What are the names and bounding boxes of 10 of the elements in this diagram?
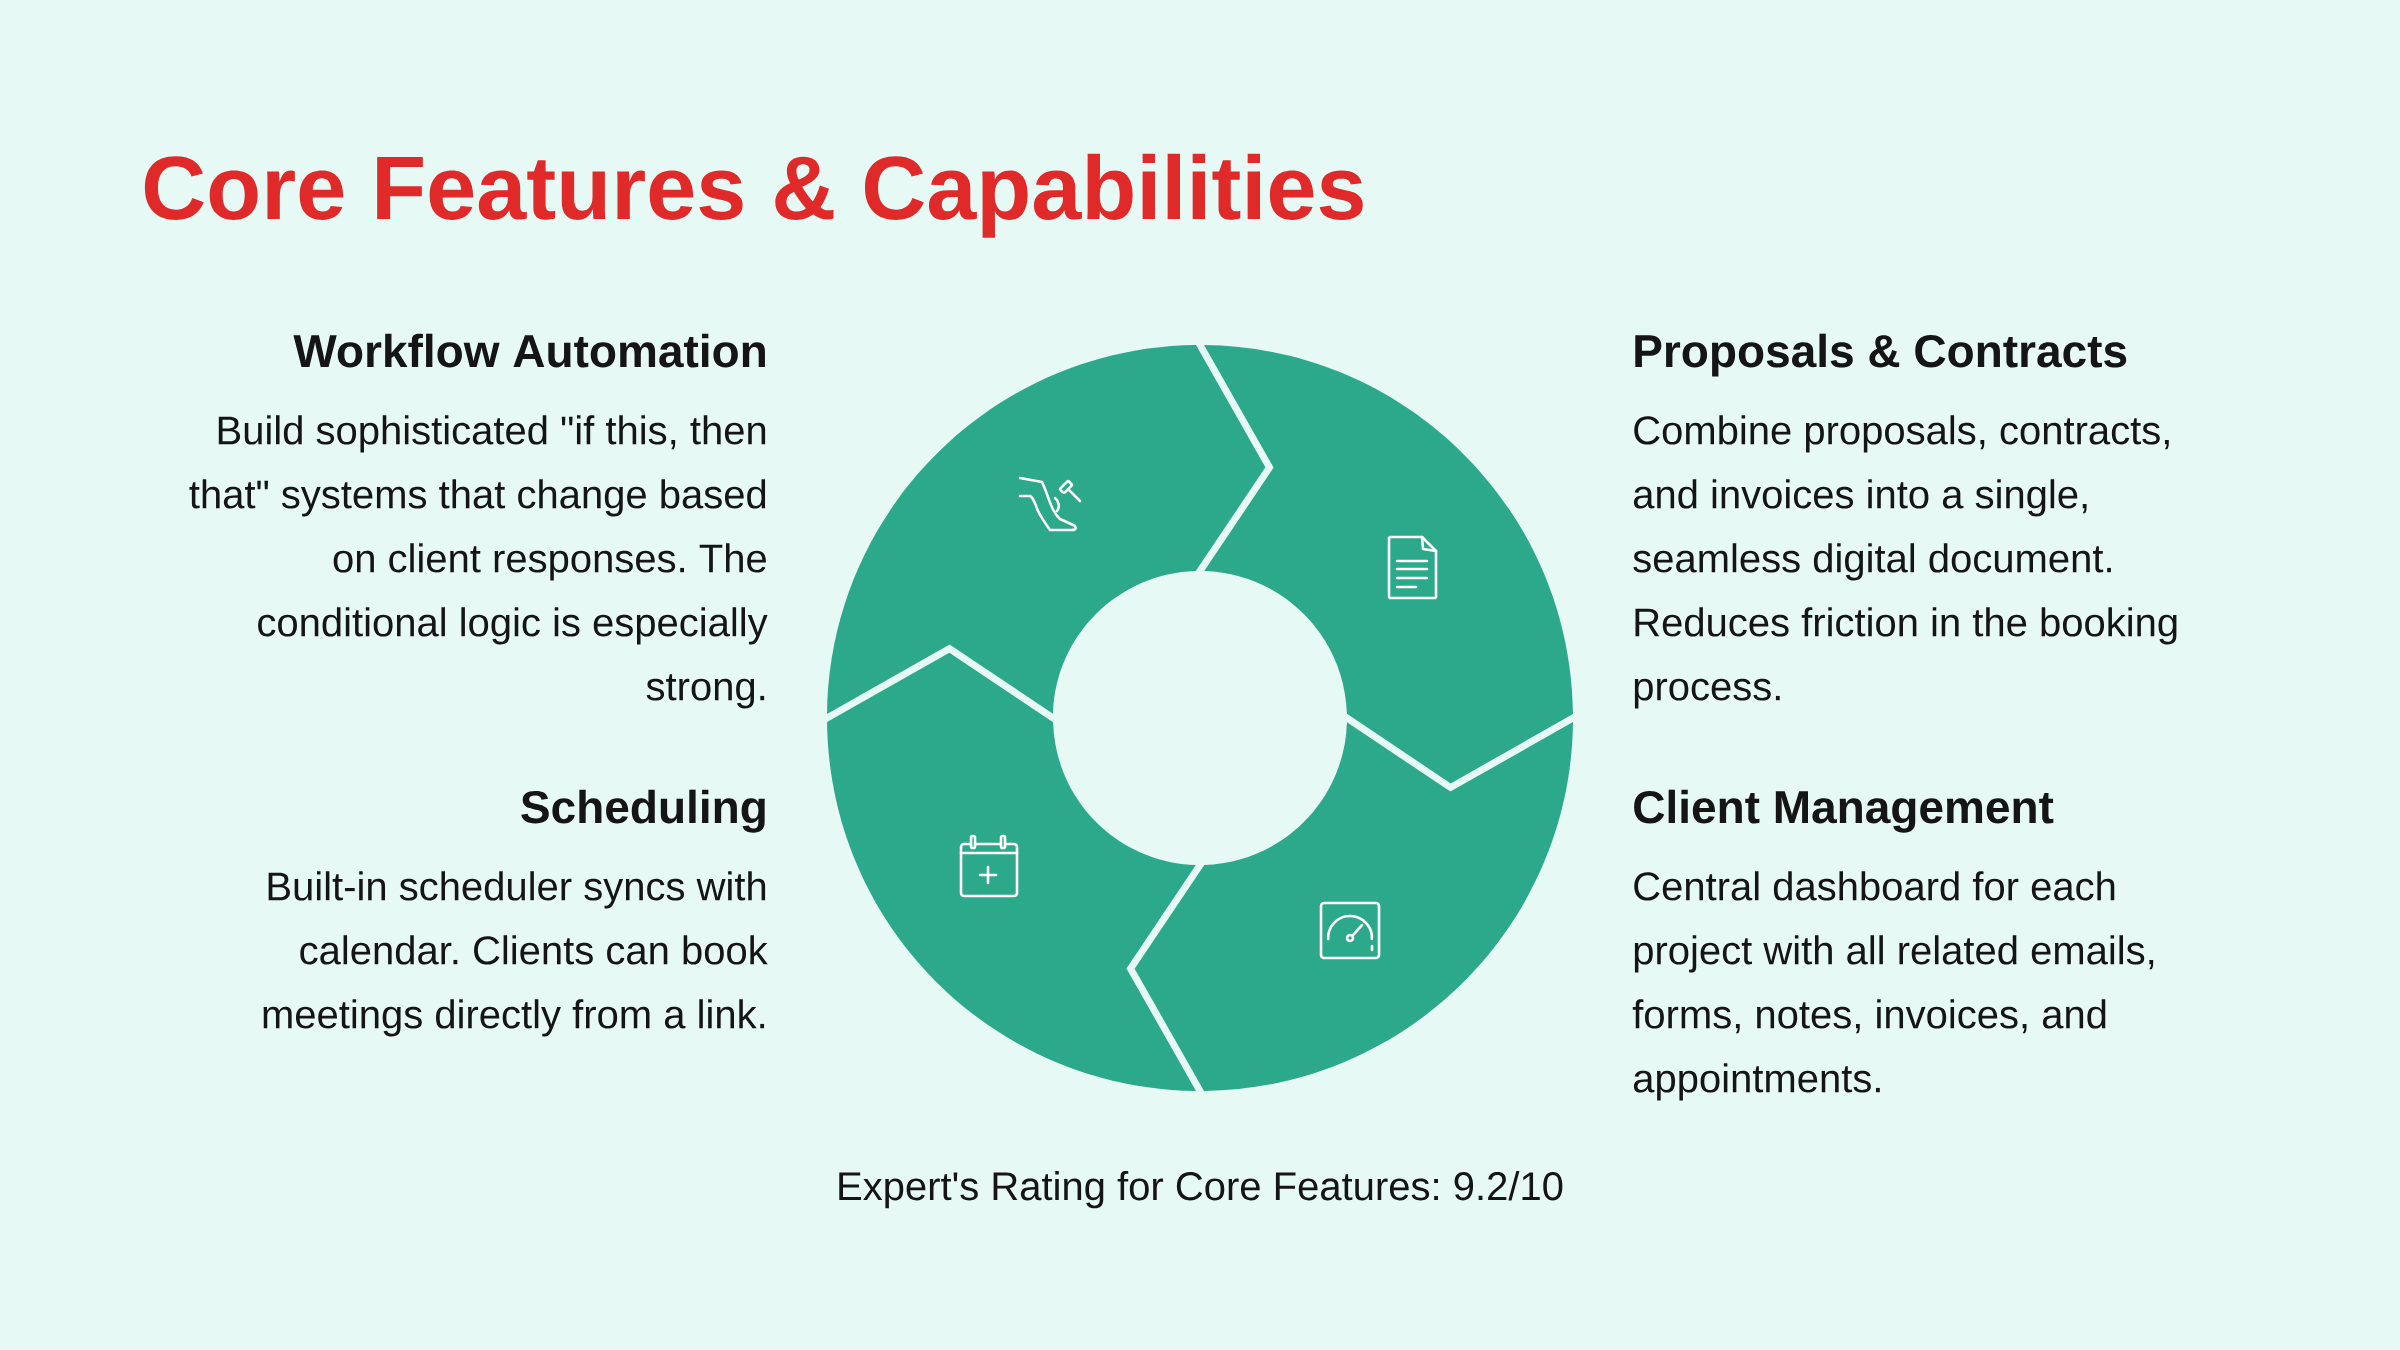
heading: Workflow Automation bbox=[293, 333, 765, 368]
heading: Scheduling bbox=[521, 789, 765, 833]
heading: Proposals & Contracts bbox=[1635, 333, 2127, 377]
description: Built-in scheduler syncs with calendar. Clients can book meetings directly from a link. bbox=[263, 871, 768, 1037]
description: Combine proposals, contracts, and invoices into a single, seamless digital document. Reduces friction in the booking process. bbox=[1633, 415, 2177, 709]
description: Build sophisticated "if this, then that" systems that change based on client responses. The conditional logic is especially strong. bbox=[189, 415, 768, 709]
title: Core Features & Capabilities bbox=[144, 153, 1363, 238]
caption: Expert's Rating for Core Features: 9.2/10 bbox=[839, 1171, 1563, 1209]
heading: Client Management bbox=[1634, 789, 2054, 833]
description: Central dashboard for each project with all related emails, forms, notes, invoices, and appointments. bbox=[1632, 871, 2154, 1101]
